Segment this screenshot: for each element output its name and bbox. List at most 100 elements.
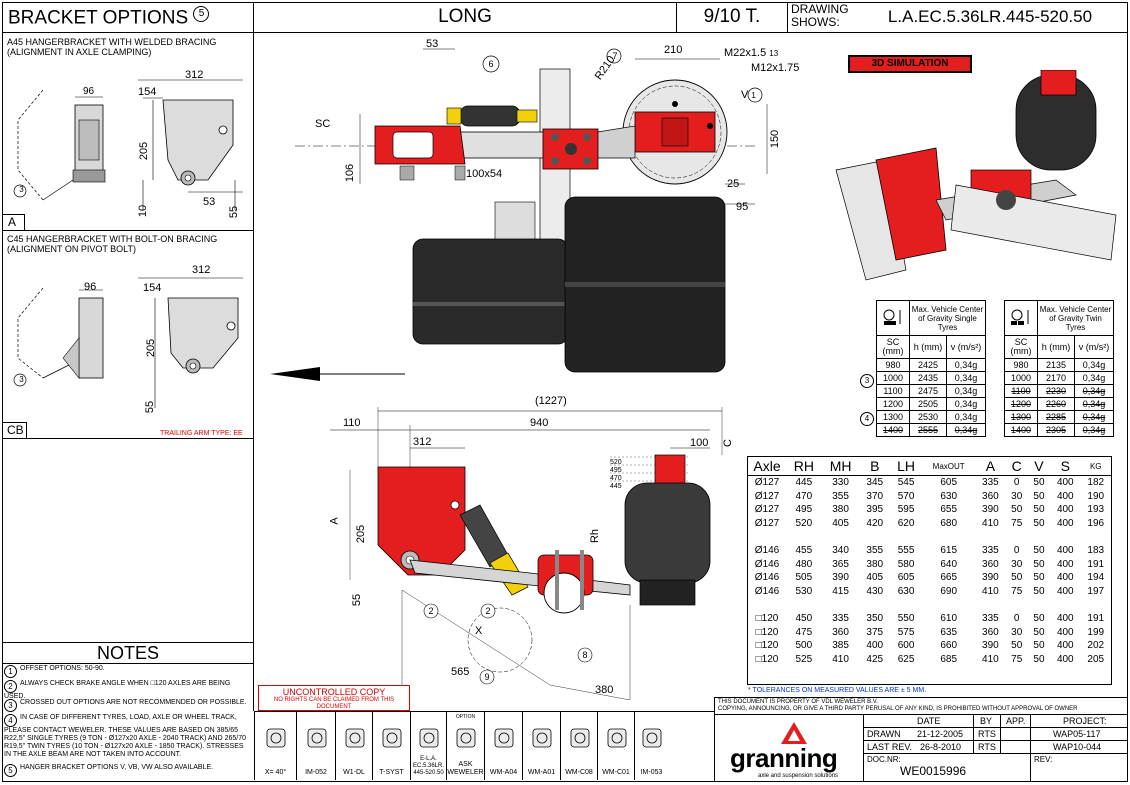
spec-cell-axle: Ø146 [754,558,780,570]
spec-cell-maxout: 680 [940,517,958,529]
spec-cell-lh: 555 [897,545,915,557]
spec-cell-axle: Ø127 [754,477,780,489]
spec-cell-b: 395 [866,504,884,516]
top-sc-label: SC [315,118,331,130]
spec-cell-rh: 500 [795,640,813,652]
spec-cell-s: 400 [1056,585,1074,597]
side-dim-110: 110 [343,417,361,429]
side-h-520: 520 [610,459,622,466]
spec-cell-s: 400 [1056,572,1074,584]
spec-cell-lh: 625 [897,653,915,665]
side-dim-c: C [721,439,734,447]
spec-cell-a: 410 [982,585,999,597]
spec-cell-a: 390 [982,504,999,516]
notes-top-border [2,642,254,643]
spec-cell-v: 50 [1033,626,1045,638]
spec-group-gap [748,598,1111,612]
cog-cell-h: 2555 [909,423,947,437]
spec-cell-c: 75 [1011,653,1023,665]
spec-cell-lh: 580 [897,558,915,570]
cog-cell-h: 2435 [909,371,947,385]
cog-cell-v: 0,34g [1074,410,1114,424]
cog-cell-sc: 1200 [1004,397,1038,411]
cog-cell-v: 0,34g [946,371,986,385]
cog-single-table: Max. Vehicle Center of Gravity Single Ty… [876,300,986,437]
cog-cell-sc: 1300 [1004,410,1038,424]
spec-cell-v: 50 [1033,517,1045,529]
header-divider-2 [676,2,677,33]
cog-single-col-v: v (m/s²) [946,335,986,359]
cog-cell-h: 2285 [1037,410,1075,424]
document-icon [382,728,402,748]
spec-cell-kg: 183 [1087,545,1105,557]
option-cb-dim-96: 96 [84,281,97,293]
cog-cell-sc: 1400 [876,423,910,437]
footer-cell-weld: W1-DL [335,712,372,780]
side-dim-940: 940 [530,417,549,429]
spec-cell-maxout: 615 [940,545,958,557]
spec-cell-axle: □120 [755,613,779,625]
cog-cell-v: 0,34g [946,397,986,411]
trailing-arm-note: TRAILING ARM TYPE: EE [160,430,243,437]
cog-cell-h: 2135 [1037,358,1075,372]
spec-cell-s: 400 [1056,517,1074,529]
spec-cell-mh: 365 [832,558,849,570]
spec-cell-b: 430 [866,585,884,597]
footer-label: ASK WEWELER [447,761,484,776]
spec-cell-s: 400 [1056,545,1074,557]
spec-cell-mh: 385 [832,640,849,652]
footer-cell-grease: E-L.A. EC.5.36LR. 445-520.50 [410,712,446,780]
granning-tagline: axle and suspension solutions [758,773,839,779]
cog-cell-sc: 1000 [1004,371,1038,385]
side-ref-2a: 2 [428,606,434,616]
title-block-row3 [863,753,1128,754]
spec-cell-lh: 550 [897,613,915,625]
cog-cell-v: 0,34g [1074,423,1114,437]
option-a-dim-96: 96 [83,86,95,97]
cog-single-col-h: h (mm) [909,335,947,359]
cog-cell-sc: 980 [876,358,910,372]
angle-icon [266,728,286,748]
cog-cell-h: 2170 [1037,371,1075,385]
side-dim-380: 380 [595,684,614,696]
spec-cell-rh: 505 [795,572,813,584]
drawn-date: 21-12-2005 [917,729,964,739]
property-note-2: COPYING, ANNOUNCING, OR GIVE A THIRD PAR… [718,706,1078,712]
cog-cell-sc: 1300 [876,410,910,424]
title-block-col-by: BY [980,716,993,726]
spec-cell-axle: □120 [755,653,779,665]
side-angle-x: X [475,625,483,637]
footer-cell-angle: X= 40° [254,712,296,780]
footer-cell-clamp: WM-C08 [560,712,597,780]
spec-cell-rh: 520 [795,517,813,529]
cog-twin-col-sc: SC (mm) [1004,335,1038,359]
clamp-icon [570,728,589,748]
top-dim-25: 25 [727,178,740,190]
spec-cell-s: 400 [1056,504,1074,516]
spec-cell-v: 50 [1033,545,1045,557]
rev-label: REV: [1034,755,1053,764]
uncontrolled-subtitle: NO RIGHTS CAN BE CLAIMED FROM THIS DOCUM… [273,697,395,710]
spec-cell-v: 50 [1033,640,1045,652]
side-dim-55: 55 [351,593,364,607]
side-dim-205: 205 [355,524,368,544]
spec-table-frame [747,456,1112,685]
top-dim-95: 95 [736,201,749,213]
spec-cell-c: 0 [1013,477,1020,489]
spec-cell-c: 30 [1011,558,1023,570]
spec-cell-maxout: 640 [940,558,958,570]
title-block-vline-project [1030,714,1031,782]
spec-cell-v: 50 [1033,613,1045,625]
spec-cell-b: 350 [866,613,884,625]
option-cb-letter-box [3,422,27,438]
